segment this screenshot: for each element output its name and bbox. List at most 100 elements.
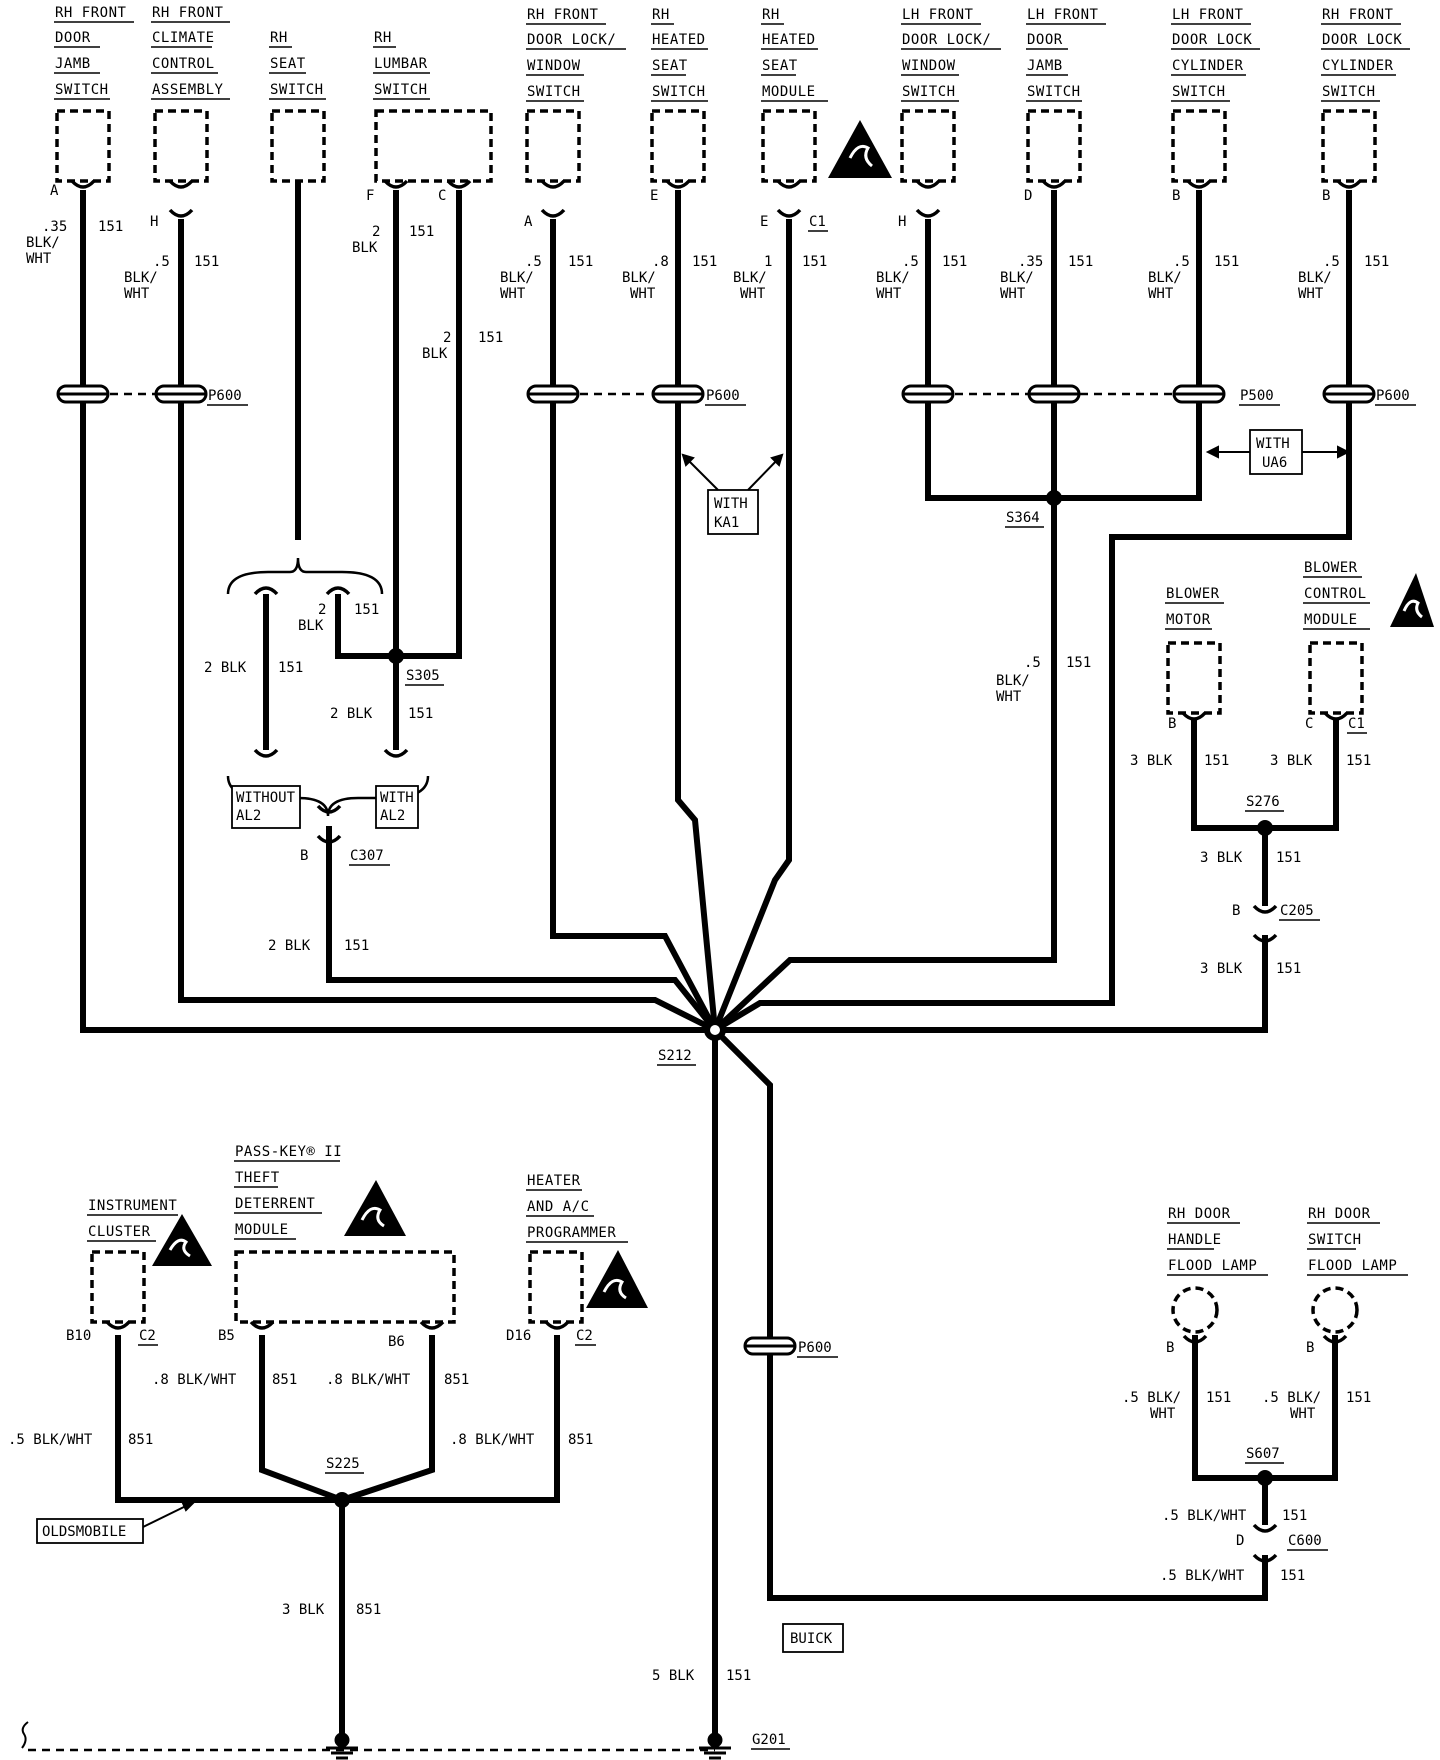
svg-text:B: B — [1306, 1340, 1314, 1356]
label-rh-heated-seat-switch: RH HEATED SEAT SWITCH — [651, 7, 708, 102]
svg-text:151: 151 — [692, 254, 717, 270]
svg-text:MOTOR: MOTOR — [1166, 612, 1211, 628]
label-rh-seat-switch: RH SEAT SWITCH — [269, 30, 326, 100]
svg-text:WHT: WHT — [1298, 286, 1324, 302]
option-without-al2: WITHOUT AL2 — [231, 785, 301, 829]
pin-d: D — [1024, 188, 1032, 204]
svg-text:151: 151 — [409, 224, 434, 240]
svg-text:WHT: WHT — [26, 251, 52, 267]
connector-p600: P600 — [1376, 388, 1410, 404]
svg-text:AND A/C: AND A/C — [527, 1199, 590, 1215]
svg-text:151: 151 — [354, 602, 379, 618]
svg-text:WHT: WHT — [1150, 1406, 1176, 1422]
svg-text:RH: RH — [270, 30, 288, 46]
pass-key-theft-deterrent-module — [234, 1250, 456, 1324]
svg-text:151: 151 — [726, 1668, 751, 1684]
instrument-cluster — [90, 1250, 146, 1324]
svg-text:151: 151 — [1280, 1568, 1305, 1584]
svg-text:151: 151 — [1276, 850, 1301, 866]
rh-front-door-lock-window-switch — [525, 109, 581, 183]
svg-text:B10: B10 — [66, 1328, 91, 1344]
svg-text:HANDLE: HANDLE — [1168, 1232, 1222, 1248]
label-rh-front-door-lock-window-switch: RH FRONT DOOR LOCK/ WINDOW SWITCH — [526, 7, 626, 102]
pin-h: H — [150, 214, 158, 230]
svg-text:851: 851 — [568, 1432, 593, 1448]
connector-p500: P500 — [1240, 388, 1274, 404]
svg-text:.35: .35 — [42, 219, 67, 235]
svg-text:WITH: WITH — [380, 790, 414, 806]
pin-a: A — [50, 183, 59, 199]
ground-symbols: G201 — [326, 1732, 790, 1760]
svg-text:HEATED: HEATED — [762, 32, 816, 48]
seat-area-cups — [253, 586, 409, 844]
svg-text:3 BLK: 3 BLK — [1200, 961, 1243, 977]
lh-front-door-jamb-switch — [1026, 109, 1082, 183]
rh-heated-seat-module — [761, 109, 817, 183]
svg-text:.8 BLK/WHT: .8 BLK/WHT — [450, 1432, 535, 1448]
svg-text:151: 151 — [942, 254, 967, 270]
svg-text:CLUSTER: CLUSTER — [88, 1224, 151, 1240]
svg-text:SEAT: SEAT — [762, 58, 798, 74]
esd-warning-icon — [152, 1214, 212, 1266]
svg-text:.5 BLK/WHT: .5 BLK/WHT — [1160, 1568, 1245, 1584]
svg-text:151: 151 — [1276, 961, 1301, 977]
splice-s607 — [1257, 1470, 1273, 1486]
svg-text:151: 151 — [98, 219, 123, 235]
pin-a: A — [524, 214, 533, 230]
svg-text:2: 2 — [443, 330, 451, 346]
svg-text:RH FRONT: RH FRONT — [1322, 7, 1394, 23]
svg-text:RH DOOR: RH DOOR — [1308, 1206, 1371, 1222]
svg-text:WITH: WITH — [1256, 436, 1290, 452]
svg-text:LH FRONT: LH FRONT — [902, 7, 974, 23]
ground-icon — [326, 1732, 358, 1760]
svg-text:BLK/: BLK/ — [996, 673, 1030, 689]
pin-labels-top: A H F C A E E C1 H D B B — [50, 183, 1330, 232]
svg-text:851: 851 — [128, 1432, 153, 1448]
svg-text:RH: RH — [374, 30, 392, 46]
svg-text:B6: B6 — [388, 1334, 405, 1350]
svg-text:151: 151 — [1282, 1508, 1307, 1524]
heater-ac-programmer — [528, 1250, 584, 1324]
label-lh-front-door-lock-window-switch: LH FRONT DOOR LOCK/ WINDOW SWITCH — [901, 7, 1001, 102]
svg-text:D16: D16 — [506, 1328, 531, 1344]
svg-text:3 BLK: 3 BLK — [1200, 850, 1243, 866]
svg-text:WHT: WHT — [1000, 286, 1026, 302]
svg-text:RH: RH — [652, 7, 670, 23]
pin-c: C — [438, 188, 446, 204]
svg-text:.5 BLK/WHT: .5 BLK/WHT — [1162, 1508, 1247, 1524]
connector-p600: P600 — [798, 1340, 832, 1356]
svg-text:S305: S305 — [406, 668, 440, 684]
svg-text:151: 151 — [478, 330, 503, 346]
main-ground-wire-label: 5 BLK 151 — [652, 1668, 751, 1684]
option-oldsmobile: OLDSMOBILE — [36, 1518, 144, 1544]
lh-front-door-lock-window-switch — [900, 109, 956, 183]
svg-text:DOOR: DOOR — [1027, 32, 1063, 48]
label-lh-front-door-jamb-switch: LH FRONT DOOR JAMB SWITCH — [1026, 7, 1106, 102]
bottom-right-lamps: RH DOOR HANDLE FLOOD LAMP RH DOOR SWITCH… — [1122, 1206, 1408, 1584]
svg-text:1: 1 — [764, 254, 772, 270]
svg-text:3 BLK: 3 BLK — [1270, 753, 1313, 769]
option-with-ka1: WITH KA1 — [707, 489, 759, 535]
svg-text:CONTROL: CONTROL — [152, 56, 215, 72]
connector-c307: B C307 — [300, 848, 390, 866]
wire-labels-top: .35 BLK/ WHT 151 .5 BLK/ WHT 151 2 BLK 1… — [26, 219, 1389, 362]
pin-f: F — [366, 188, 374, 204]
connector-p600: P600 — [208, 388, 242, 404]
option-with-ua6: WITH UA6 — [1249, 429, 1303, 475]
splice-s305 — [388, 648, 404, 664]
svg-text:DOOR LOCK/: DOOR LOCK/ — [527, 32, 616, 48]
svg-text:B: B — [1168, 716, 1176, 732]
svg-text:BLK/: BLK/ — [1148, 270, 1182, 286]
svg-text:LH FRONT: LH FRONT — [1027, 7, 1099, 23]
svg-text:.5: .5 — [153, 254, 170, 270]
option-buick: BUICK — [782, 1623, 844, 1653]
esd-warning-icon — [586, 1250, 648, 1308]
svg-text:BLK/: BLK/ — [1000, 270, 1034, 286]
svg-text:3 BLK: 3 BLK — [1130, 753, 1173, 769]
rh-heated-seat-switch — [650, 109, 706, 183]
svg-text:S364: S364 — [1006, 510, 1040, 526]
svg-text:INSTRUMENT: INSTRUMENT — [88, 1198, 177, 1214]
svg-text:5 BLK: 5 BLK — [652, 1668, 695, 1684]
svg-text:SWITCH: SWITCH — [270, 82, 324, 98]
svg-text:MODULE: MODULE — [235, 1222, 289, 1238]
